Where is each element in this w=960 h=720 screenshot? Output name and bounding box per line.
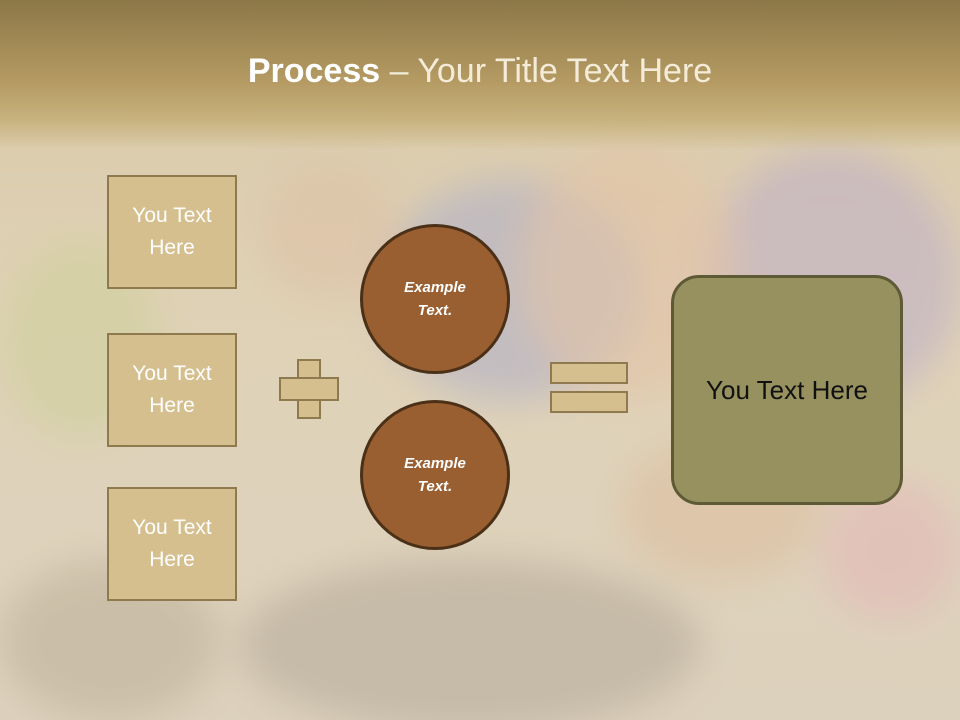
- input-box-2: You Text Here: [107, 333, 237, 447]
- input-box-3-line1: You Text: [132, 516, 212, 539]
- example-circle-1-line2: Text.: [417, 302, 453, 319]
- result-label: You Text Here: [706, 374, 868, 405]
- title-bold: Process: [247, 52, 381, 90]
- title-bar: [0, 0, 960, 150]
- example-circle-2: Example Text.: [360, 400, 510, 550]
- page-title: Process – Your Title Text Here: [0, 52, 960, 91]
- input-box-1-line1: You Text: [132, 204, 212, 227]
- example-circle-2-line2: Text.: [417, 478, 453, 495]
- input-box-2-line2: Here: [149, 394, 195, 417]
- input-box-1: You Text Here: [107, 175, 237, 289]
- example-circle-2-line1: Example: [404, 455, 466, 472]
- input-box-1-line2: Here: [149, 236, 195, 259]
- result-box: You Text Here: [671, 275, 903, 505]
- input-box-2-line1: You Text: [132, 362, 212, 385]
- input-box-3-line2: Here: [149, 548, 195, 571]
- example-circle-1-line1: Example: [404, 279, 466, 296]
- title-rest: – Your Title Text Here: [380, 52, 713, 90]
- input-box-3: You Text Here: [107, 487, 237, 601]
- example-circle-1: Example Text.: [360, 224, 510, 374]
